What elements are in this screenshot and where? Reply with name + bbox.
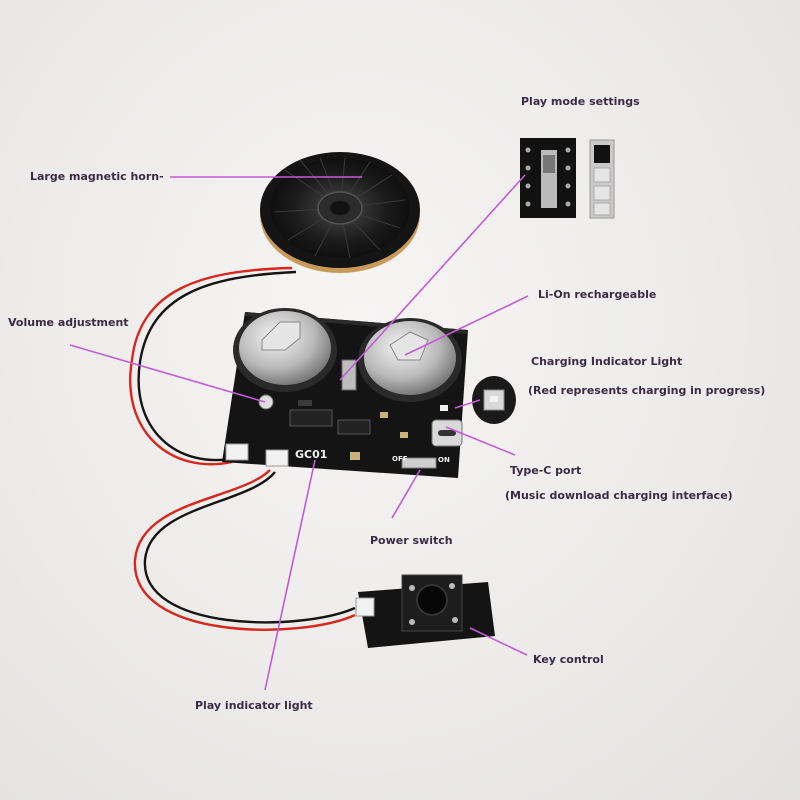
- key-control-label: Key control: [533, 653, 604, 666]
- key-wires: [133, 469, 356, 631]
- speaker-wires: [129, 266, 297, 466]
- board-model-label: GC01: [295, 448, 328, 461]
- charging-indicator-light-label: Charging Indicator Light: [531, 355, 683, 368]
- board-off-label: OFF: [392, 455, 408, 463]
- large-magnetic-horn-label: Large magnetic horn-: [30, 170, 164, 183]
- volume-adjustment-label: Volume adjustment: [8, 316, 129, 329]
- type-c-port-note: (Music download charging interface): [505, 489, 733, 502]
- charging-led-inset: [472, 376, 516, 424]
- power-switch-label: Power switch: [370, 534, 453, 547]
- play-mode-inset: [520, 138, 615, 219]
- key-board: [355, 574, 495, 648]
- type-c-port-label: Type-C port: [510, 464, 582, 477]
- li-on-rechargeable-label: Li-On rechargeable: [538, 288, 657, 301]
- charging-indicator-note: (Red represents charging in progress): [528, 384, 766, 397]
- speaker: [260, 152, 420, 273]
- pcb-board: [222, 308, 468, 478]
- play-indicator-light-label: Play indicator light: [195, 699, 313, 712]
- play-mode-settings-label: Play mode settings: [521, 95, 640, 108]
- leader-lines: [69, 174, 529, 691]
- board-on-label: ON: [438, 456, 450, 464]
